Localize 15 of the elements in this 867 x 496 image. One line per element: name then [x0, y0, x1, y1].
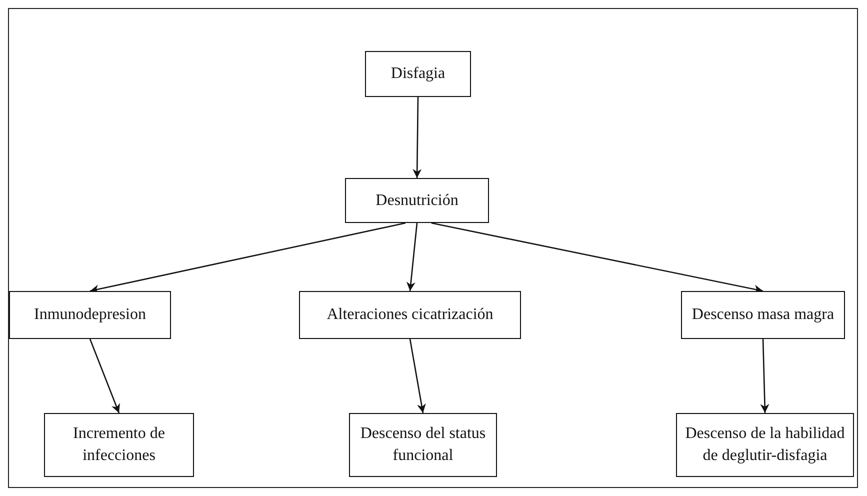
- arrow: [760, 338, 770, 414]
- process-box: Inmunodepresion: [9, 291, 171, 339]
- arrow: [431, 222, 764, 294]
- process-box: Alteraciones cicatrización: [299, 291, 521, 339]
- process-box: Descenso del status funcional: [349, 413, 497, 477]
- arrow: [90, 222, 406, 294]
- arrow: [89, 338, 120, 414]
- process-box: Descenso de la habilidad de deglutir-disfagia: [676, 413, 854, 477]
- process-box: Incremento de infecciones: [44, 413, 194, 477]
- process-box: Desnutrición: [345, 178, 489, 223]
- arrow: [409, 338, 426, 414]
- arrow: [406, 222, 418, 292]
- process-box: Disfagia: [365, 51, 471, 97]
- process-box: Descenso masa magra: [681, 291, 845, 339]
- arrow: [412, 97, 422, 178]
